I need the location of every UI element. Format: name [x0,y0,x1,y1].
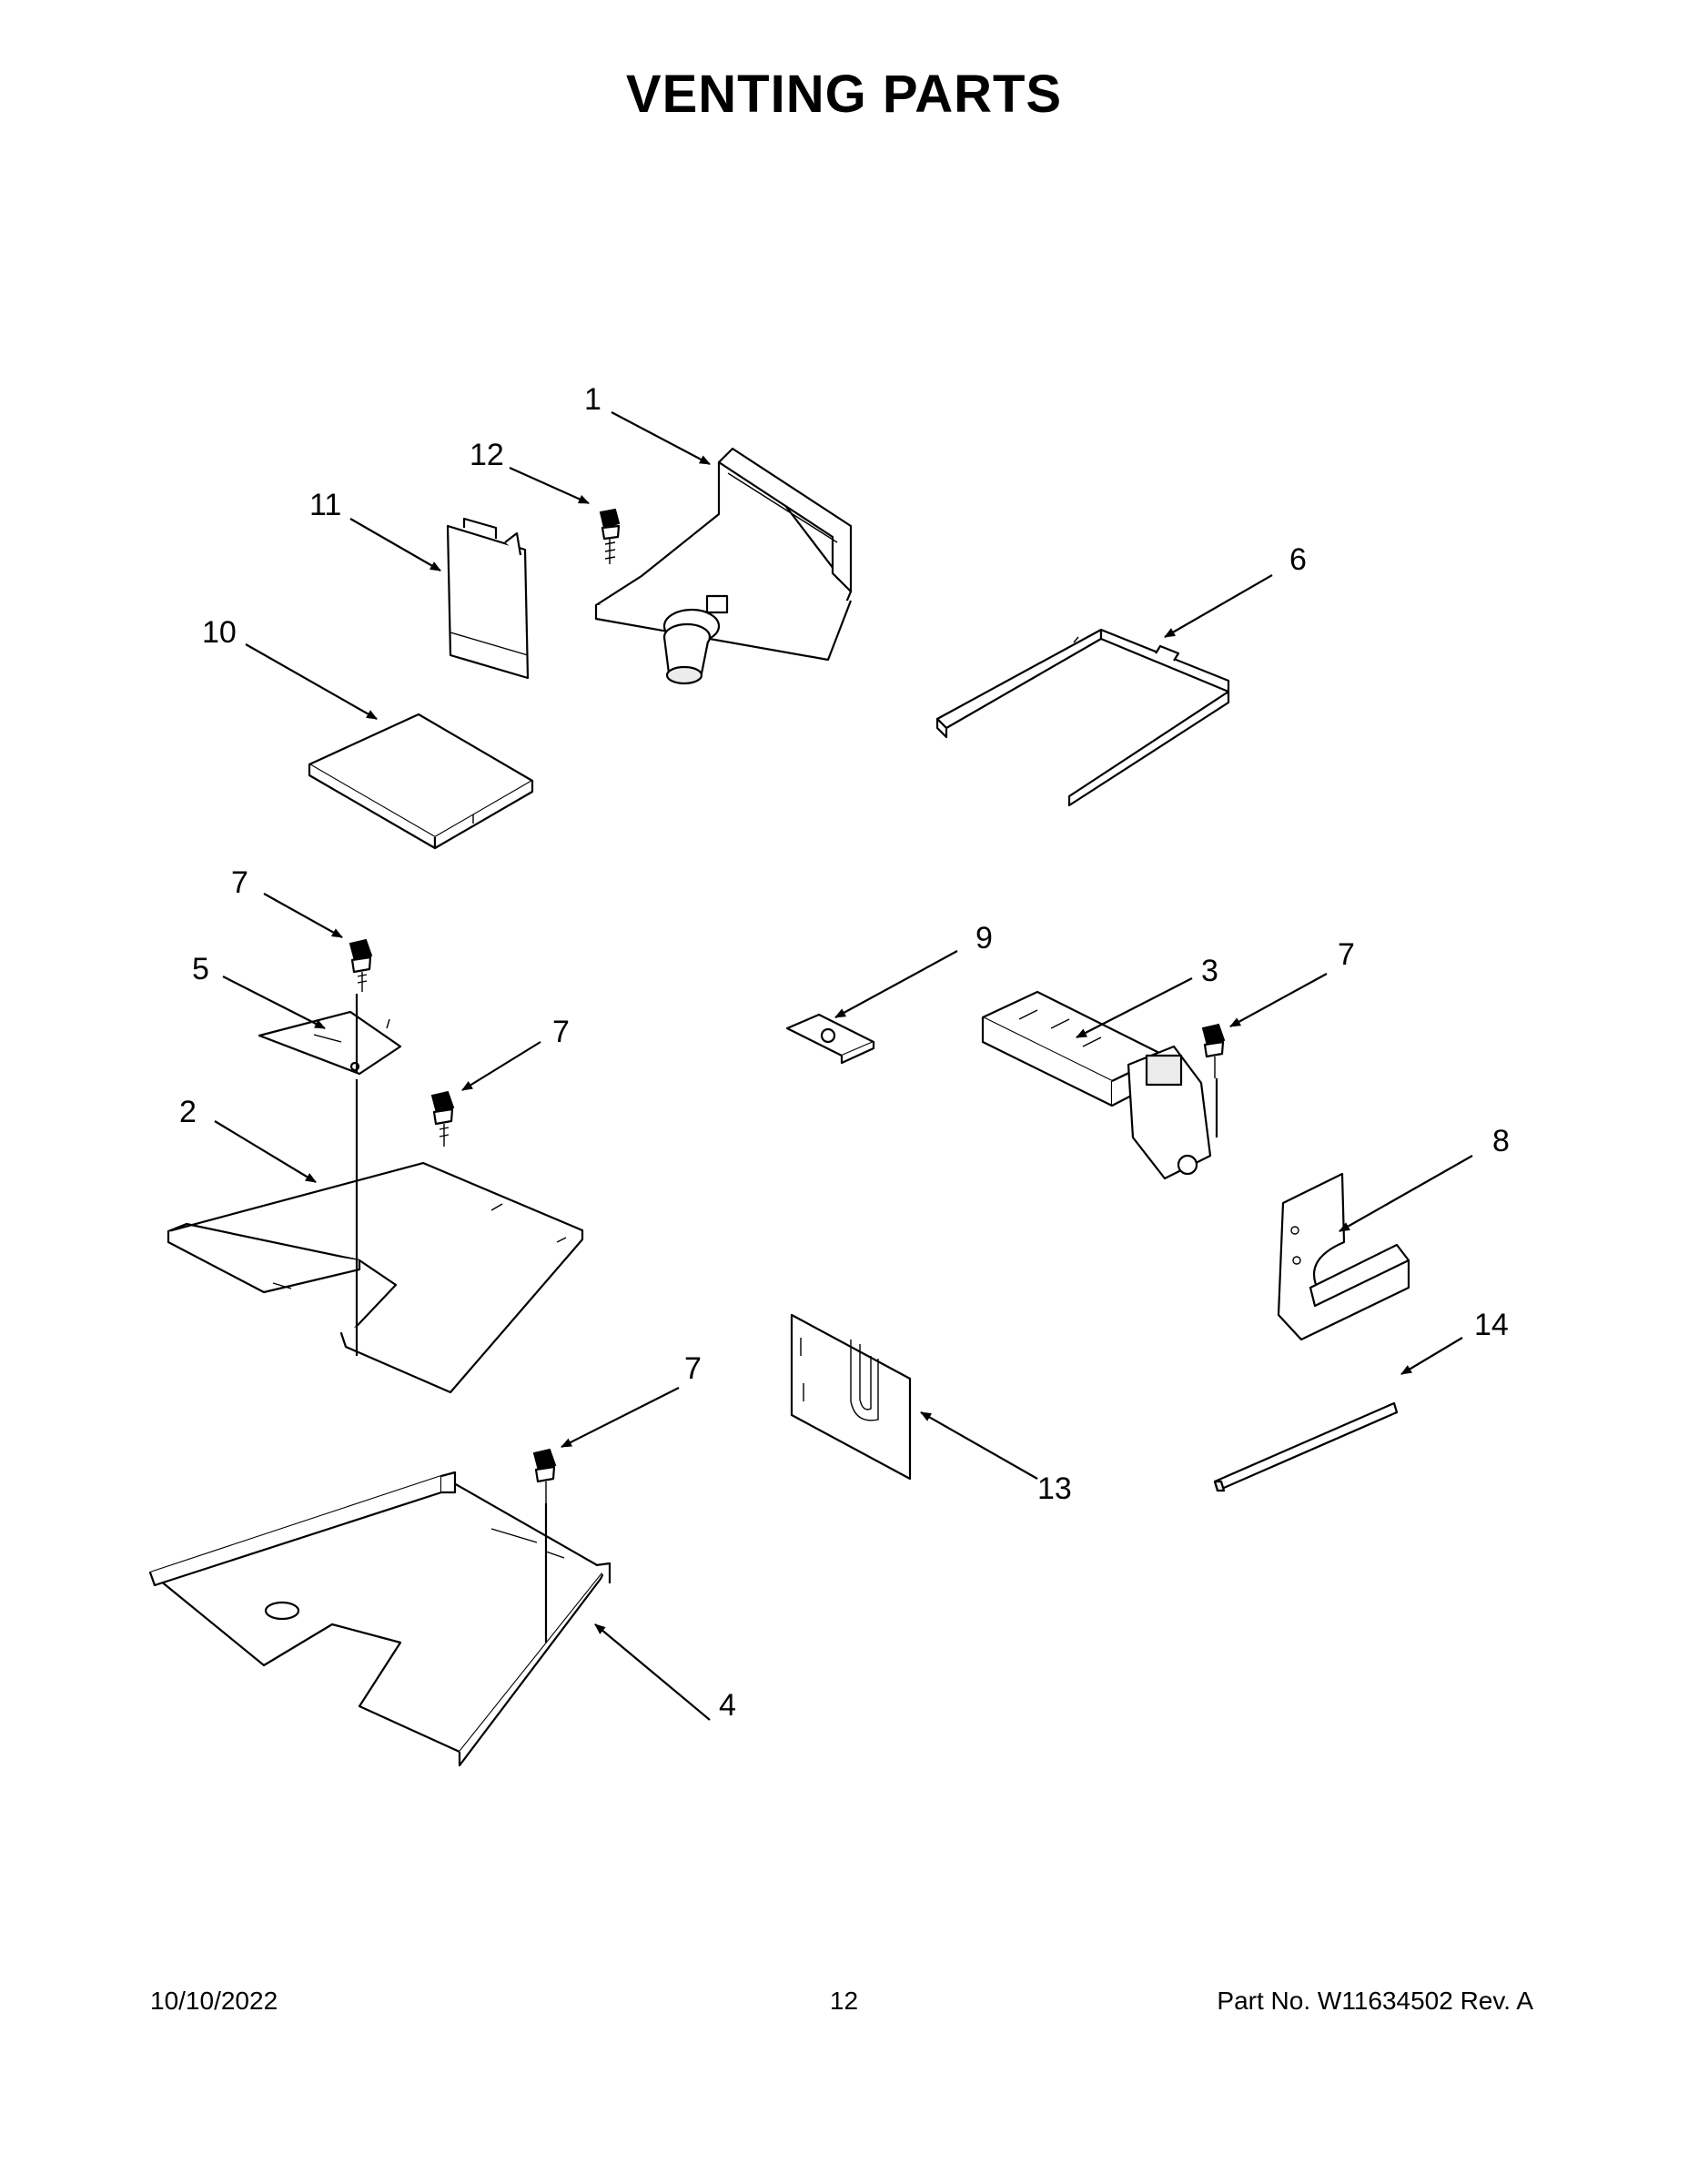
callout-1: 1 [584,382,601,417]
part-plate-5 [258,1010,402,1076]
callout-5: 5 [192,952,209,986]
callout-4: 4 [719,1688,736,1723]
leader-7c [561,1387,680,1448]
part-bracket-9 [785,1013,875,1065]
callout-7d: 7 [1338,937,1355,972]
part-plate-13 [790,1313,912,1481]
leader-12 [509,466,590,505]
footer-date: 10/10/2022 [150,1987,278,2015]
part-bracket-8 [1277,1172,1410,1341]
leader-7a [263,893,343,938]
part-screw-7c [532,1448,557,1643]
callout-13: 13 [1037,1471,1072,1506]
callout-7c: 7 [684,1351,702,1386]
part-screw-7a [349,938,373,1356]
callout-3: 3 [1201,954,1218,988]
part-frame-6 [935,628,1230,807]
leader-4 [594,1623,711,1721]
callout-12: 12 [470,438,504,472]
leader-7b [461,1041,541,1091]
callout-8: 8 [1492,1124,1510,1158]
leader-3 [1076,977,1193,1038]
part-plate-10 [308,713,534,850]
callout-7a: 7 [231,865,248,900]
leader-14 [1400,1337,1463,1375]
part-vent-duct-assembly [594,447,853,685]
leader-8 [1339,1155,1473,1232]
leader-1 [611,411,711,465]
callout-11: 11 [309,488,341,522]
leader-10 [245,643,378,720]
part-strip-14 [1213,1401,1399,1492]
callout-10: 10 [202,615,237,650]
footer-page-number: 12 [829,1987,859,2015]
part-screw-7d [1201,1023,1226,1138]
callout-14: 14 [1474,1308,1509,1342]
part-bottom-plate-2 [167,1161,584,1394]
leader-lines [214,411,1473,1721]
leader-2 [214,1120,317,1183]
part-panel-11 [446,517,530,680]
leader-5 [222,976,326,1029]
callout-2: 2 [179,1095,197,1129]
leader-6 [1164,574,1273,638]
page-title: VENTING PARTS [625,65,1063,124]
part-vent-motor-3 [981,990,1212,1180]
footer-part-number: Part No. W11634502 Rev. A [1217,1987,1533,2015]
leader-11 [349,518,441,571]
callout-labels: 1 12 11 10 6 7 5 7 2 9 3 7 8 14 7 13 4 [179,382,1510,1723]
part-screw-12 [599,508,621,564]
callout-7b: 7 [552,1015,570,1049]
leader-9 [834,950,958,1018]
part-bottom-plate-4 [148,1471,612,1767]
leader-7d [1229,973,1328,1027]
part-screw-7b [430,1090,455,1147]
callout-6: 6 [1289,542,1307,577]
callout-9: 9 [975,921,993,956]
leader-13 [920,1411,1038,1480]
